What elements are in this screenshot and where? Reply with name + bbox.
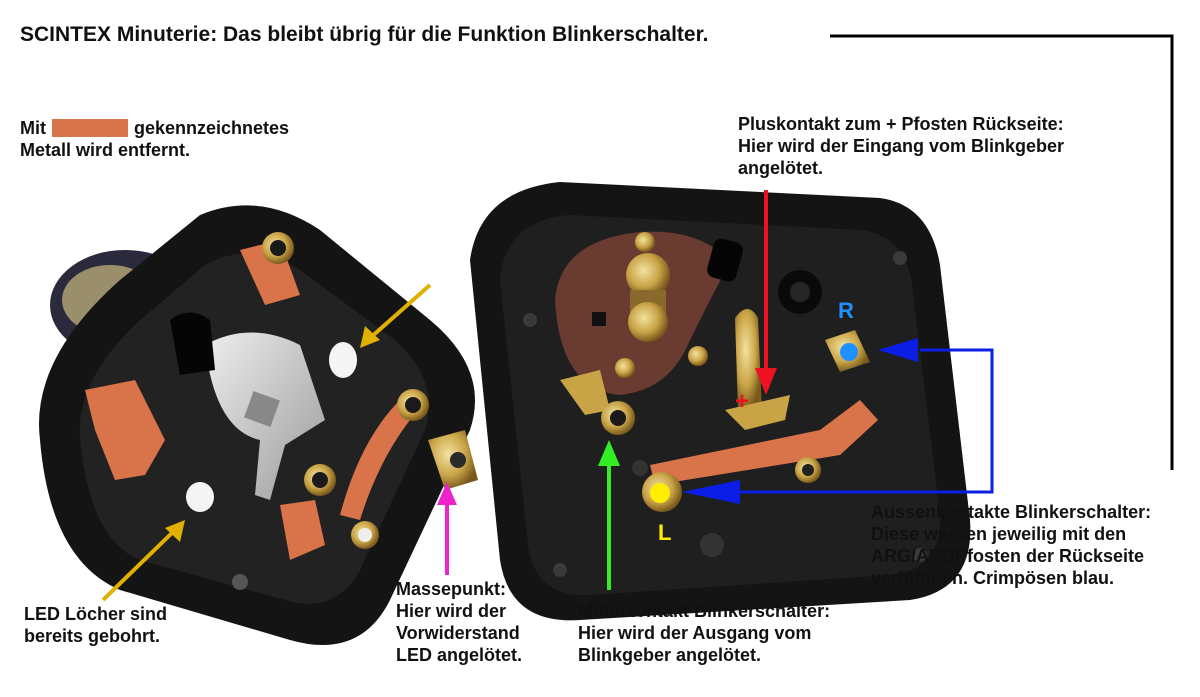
arrow-led-upper — [368, 283, 432, 340]
arrow-led-lower — [101, 528, 177, 602]
left-switch-photo — [39, 205, 478, 645]
removed-metal-strip-right — [650, 400, 878, 485]
label-massepunkt: Massepunkt: Hier wird der Vorwiderstand … — [396, 579, 523, 665]
label-pluskontakt: Pluskontakt zum + Pfosten Rückseite: Hie… — [738, 114, 1065, 178]
label-led-holes: LED Löcher sind bereits gebohrt. — [24, 604, 168, 646]
contact-l-marker — [650, 483, 670, 503]
legend-line2: Metall wird entfernt. — [20, 140, 191, 160]
legend-suffix: gekennzeichnetes — [134, 118, 290, 138]
center-knob — [626, 253, 670, 297]
removed-metal-left — [85, 380, 165, 480]
legend-prefix: Mit — [20, 118, 46, 138]
removed-metal-strip — [340, 400, 418, 520]
arrow-aussen-l — [740, 480, 994, 494]
led-hole-upper — [329, 342, 357, 378]
arrow-aussen-r — [920, 348, 994, 480]
removed-metal-bottom — [280, 500, 325, 560]
contact-l-label: L — [658, 520, 672, 545]
title-connector-line — [830, 34, 1174, 470]
contact-r-label: R — [838, 298, 854, 323]
plus-sign-label: + — [735, 388, 750, 415]
legend: Mit gekennzeichnetes Metall wird entfernt… — [20, 117, 289, 161]
label-aussenkontakte: Aussenkontakte Blinkerschalter: Diese we… — [871, 502, 1152, 588]
diagram-title: SCINTEX Minuterie: Das bleibt übrig für … — [20, 23, 709, 46]
led-hole-lower — [186, 482, 214, 512]
plus-pin — [735, 309, 762, 410]
contact-r-marker — [840, 343, 858, 361]
label-mittelkontakt: Mittelkontakt Blinkerschalter: Hier wird… — [578, 601, 831, 665]
removed-metal-swatch — [52, 119, 128, 137]
